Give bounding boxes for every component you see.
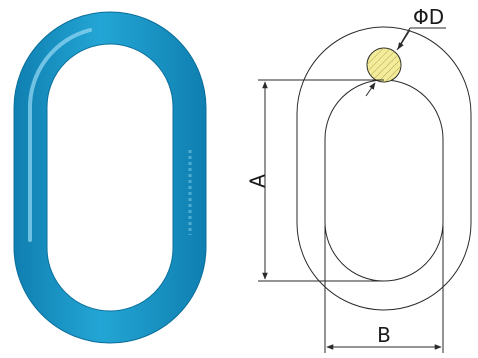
master-link-photo <box>13 11 207 344</box>
leader-arrow-d-top <box>397 29 411 50</box>
master-link-ring-icon <box>13 11 207 344</box>
outer-outline <box>296 26 472 311</box>
dimension-label-b: B <box>377 323 391 347</box>
dimension-label-a: A <box>246 174 270 188</box>
technical-drawing <box>258 26 472 353</box>
dimension-label-d: ΦD <box>413 5 444 29</box>
cross-section-hatching <box>367 48 401 82</box>
inner-outline <box>324 79 444 282</box>
ring-highlight <box>27 28 92 242</box>
leader-arrow-d-bottom <box>365 82 376 97</box>
